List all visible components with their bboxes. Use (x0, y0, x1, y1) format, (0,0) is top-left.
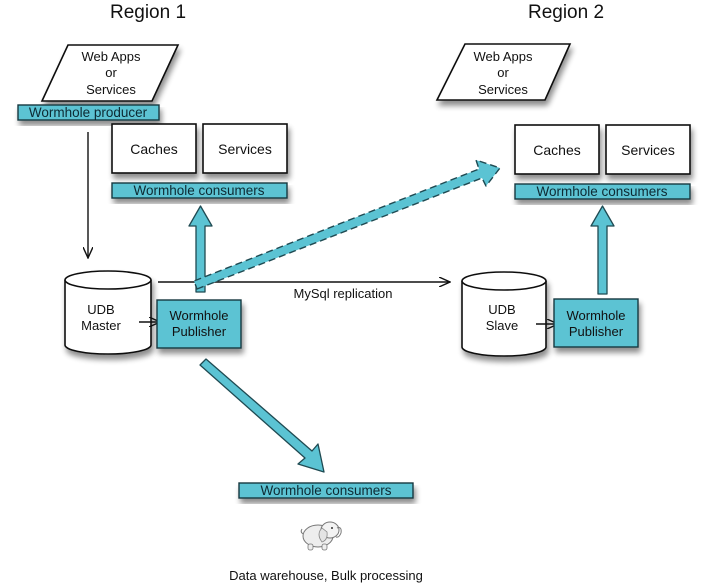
udb-slave-line-1: UDB (488, 302, 515, 317)
udb-master-line-2: Master (81, 318, 121, 333)
udb-master-line-1: UDB (87, 302, 114, 317)
region-2-publisher-line-2: Publisher (569, 324, 624, 339)
region-2-web-apps-line-1: Web Apps (473, 49, 533, 64)
mysql-replication-label: MySql replication (294, 286, 393, 301)
web-apps-line-2: or (105, 65, 117, 80)
region-2-web-apps (435, 43, 572, 101)
web-apps-line-1: Web Apps (81, 49, 141, 64)
region-1-publisher-line-1: Wormhole (169, 308, 228, 323)
hadoop-elephant-icon (300, 521, 342, 551)
bulk-consumers-bar (238, 482, 414, 499)
cross-region-dashed-arrow (193, 159, 501, 290)
region-2-web-apps-line-3: Services (478, 82, 528, 97)
publisher-to-bulk-arrow (199, 358, 325, 473)
web-apps-parallelogram (40, 44, 180, 102)
region-1-consumers-bar (111, 182, 288, 199)
region-2-publisher-box (553, 298, 639, 348)
region-1-consumers-label: Wormhole consumers (133, 183, 264, 198)
region-1-publisher-box (156, 299, 242, 349)
region-2-services-box (605, 124, 691, 175)
wormhole-producer-bar (17, 104, 160, 121)
region-2-title: Region 2 (528, 2, 604, 23)
region-2-consumers-bar (514, 183, 691, 200)
region-1-web-apps (40, 44, 180, 102)
udb-slave-cylinder (461, 271, 547, 357)
region-1-publisher-line-2: Publisher (172, 324, 227, 339)
region-2-caches-label: Caches (533, 142, 580, 158)
region-2-consumers-label: Wormhole consumers (536, 184, 667, 199)
region-1-caches-box (111, 123, 197, 174)
udb-master-cylinder (64, 270, 152, 355)
web-apps-line-3: Services (86, 82, 136, 97)
region-2-web-apps-line-2: or (497, 65, 509, 80)
region-2-caches-box (514, 124, 600, 175)
udb-slave-line-2: Slave (486, 318, 519, 333)
region-1-title: Region 1 (110, 2, 186, 23)
region-2-publisher-line-1: Wormhole (566, 308, 625, 323)
region-1-services-label: Services (218, 141, 272, 157)
bulk-consumers-label: Wormhole consumers (260, 483, 391, 498)
web-apps-parallelogram (435, 43, 572, 101)
region-1-services-box (202, 123, 288, 174)
wormhole-producer-label: Wormhole producer (29, 105, 148, 120)
region-2-publisher-to-consumers-arrow (590, 205, 615, 295)
region-1-caches-label: Caches (130, 141, 177, 157)
bulk-caption: Data warehouse, Bulk processing (229, 568, 423, 583)
region-2-services-label: Services (621, 142, 675, 158)
